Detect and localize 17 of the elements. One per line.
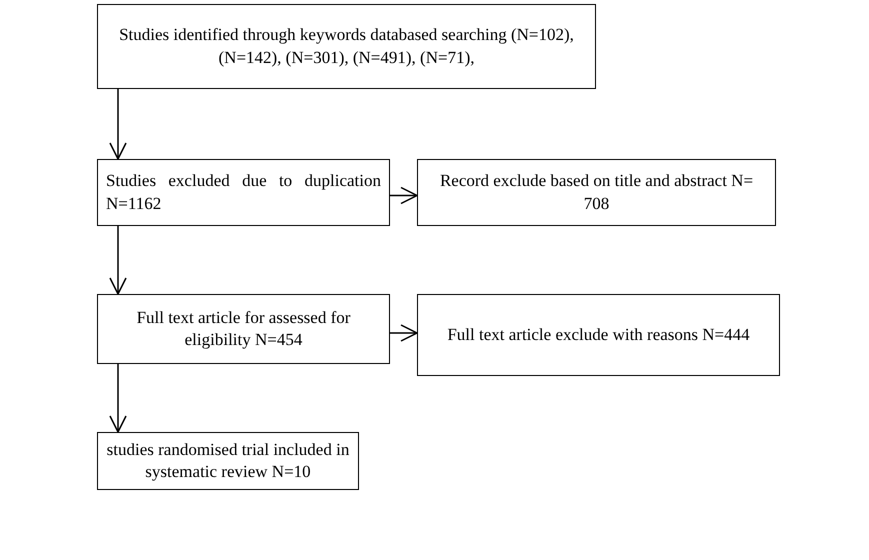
arrow [390, 186, 418, 204]
box-text: Full text article for assessed for eligibility N=454 [136, 306, 352, 351]
arrow [390, 324, 418, 342]
box-text: Studies excluded due to duplication N=1162 [106, 170, 381, 214]
box-text: Record exclude based on title and abstract N= 708 [438, 170, 754, 214]
box-text: Full text article exclude with reasons N=444 [446, 324, 751, 346]
arrow [109, 364, 127, 433]
process-box [417, 159, 776, 226]
process-box [417, 294, 780, 376]
process-box [97, 4, 596, 89]
arrow [109, 226, 127, 295]
arrow [109, 89, 127, 160]
process-box [97, 432, 359, 490]
box-text: Studies identified through keywords databased searching (N=102), (N=142), (N=301), (N=491), (N=71), [118, 24, 575, 68]
process-box [97, 294, 390, 364]
box-text: studies randomised trial included in systematic review N=10 [106, 438, 350, 483]
process-box [97, 159, 390, 226]
